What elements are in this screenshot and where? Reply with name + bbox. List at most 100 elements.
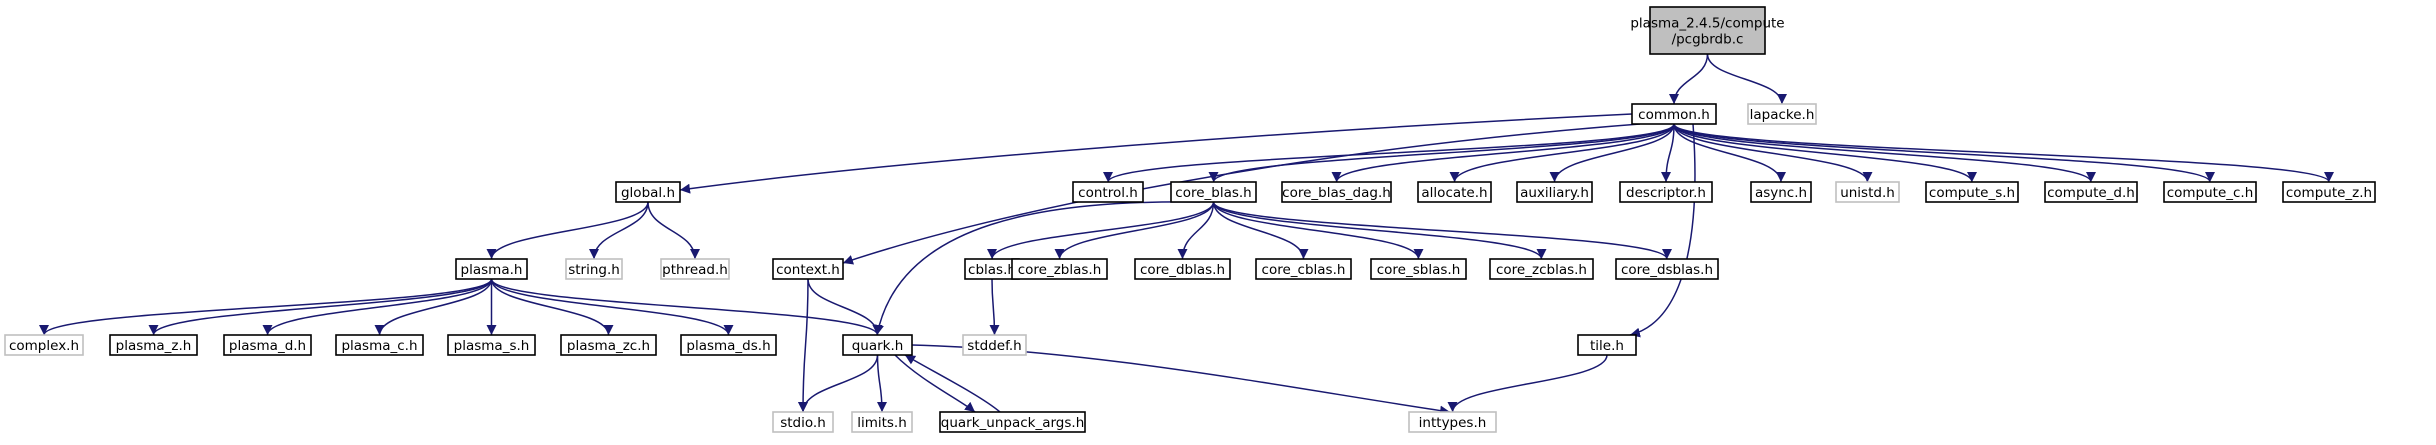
node-box[interactable] (1619, 181, 1713, 203)
node-box[interactable] (1011, 258, 1108, 280)
node-core_sblas[interactable]: core_sblas.h (1370, 258, 1467, 280)
node-box[interactable] (1577, 334, 1637, 356)
node-box[interactable] (615, 181, 681, 203)
edge-line (1331, 123, 1675, 183)
node-tile[interactable]: tile.h (1577, 334, 1637, 356)
node-pthread[interactable]: pthread.h (660, 258, 730, 280)
node-box[interactable] (772, 411, 834, 433)
node-lapacke[interactable]: lapacke.h (1747, 103, 1817, 125)
node-box[interactable] (851, 411, 913, 433)
node-box[interactable] (1281, 181, 1392, 203)
node-box[interactable] (1750, 181, 1812, 203)
node-box[interactable] (1370, 258, 1467, 280)
edge-cblas-to-stddef (989, 278, 1000, 336)
node-stdio[interactable]: stdio.h (772, 411, 834, 433)
edge-core_blas-to-cblas (987, 201, 1215, 260)
node-complex[interactable]: complex.h (4, 334, 84, 356)
node-box[interactable] (1747, 103, 1817, 125)
node-box[interactable] (1255, 258, 1352, 280)
node-box[interactable] (335, 334, 424, 356)
node-stddef[interactable]: stddef.h (962, 334, 1027, 356)
node-quark_unpack_args[interactable]: quark_unpack_args.h (939, 411, 1086, 433)
node-label: lapacke.h (1750, 107, 1815, 123)
node-box[interactable] (772, 258, 844, 280)
edge-common-to-global (679, 113, 1633, 194)
node-box[interactable] (455, 258, 528, 280)
node-box[interactable] (1134, 258, 1231, 280)
node-common[interactable]: common.h (1631, 103, 1717, 125)
node-global[interactable]: global.h (615, 181, 681, 203)
node-plasma[interactable]: plasma.h (455, 258, 528, 280)
node-box[interactable] (1489, 258, 1594, 280)
edge-context-to-stdio (798, 278, 809, 413)
node-box[interactable] (4, 334, 84, 356)
node-box[interactable] (565, 258, 623, 280)
node-box[interactable] (1417, 181, 1492, 203)
node-box[interactable] (1925, 181, 2019, 203)
node-box[interactable] (447, 334, 536, 356)
node-box[interactable] (680, 334, 777, 356)
node-context[interactable]: context.h (772, 258, 844, 280)
node-box[interactable] (2044, 181, 2138, 203)
node-compute_z[interactable]: compute_z.h (2282, 181, 2376, 203)
node-box[interactable] (842, 334, 913, 356)
node-box[interactable] (1649, 6, 1766, 55)
edge-line (1208, 123, 1675, 183)
node-box[interactable] (1170, 181, 1257, 203)
edge-plasma-to-quark (490, 278, 883, 336)
node-cblas[interactable]: cblas.h (964, 258, 1020, 280)
node-core_zcblas[interactable]: core_zcblas.h (1489, 258, 1594, 280)
node-core_blas[interactable]: core_blas.h (1170, 181, 1257, 203)
node-box[interactable] (2163, 181, 2257, 203)
node-box[interactable] (1408, 411, 1497, 433)
node-compute_s[interactable]: compute_s.h (1925, 181, 2019, 203)
edge-plasma-to-plasma_d (262, 278, 493, 336)
node-inttypes[interactable]: inttypes.h (1408, 411, 1497, 433)
edge-line (374, 278, 493, 336)
edge-line (1212, 201, 1309, 260)
node-core_blas_dag[interactable]: core_blas_dag.h (1281, 181, 1392, 203)
node-plasma_d[interactable]: plasma_d.h (223, 334, 312, 356)
node-box[interactable] (223, 334, 312, 356)
node-label: plasma_s.h (454, 338, 530, 354)
node-compute_d[interactable]: compute_d.h (2044, 181, 2138, 203)
node-box[interactable] (939, 411, 1086, 433)
node-unistd[interactable]: unistd.h (1835, 181, 1900, 203)
node-box[interactable] (1615, 258, 1719, 280)
node-async[interactable]: async.h (1750, 181, 1812, 203)
node-core_dsblas[interactable]: core_dsblas.h (1615, 258, 1719, 280)
node-label: control.h (1078, 185, 1138, 201)
node-core_zblas[interactable]: core_zblas.h (1011, 258, 1108, 280)
node-string[interactable]: string.h (565, 258, 623, 280)
node-label: core_cblas.h (1262, 262, 1346, 278)
node-plasma_zc[interactable]: plasma_zc.h (560, 334, 657, 356)
node-box[interactable] (1631, 103, 1717, 125)
node-box[interactable] (1835, 181, 1900, 203)
node-limits[interactable]: limits.h (851, 411, 913, 433)
node-compute_c[interactable]: compute_c.h (2163, 181, 2257, 203)
node-plasma_z[interactable]: plasma_z.h (109, 334, 198, 356)
node-plasma_ds[interactable]: plasma_ds.h (680, 334, 777, 356)
node-box[interactable] (962, 334, 1027, 356)
node-box[interactable] (560, 334, 657, 356)
node-core_cblas[interactable]: core_cblas.h (1255, 258, 1352, 280)
node-core_dblas[interactable]: core_dblas.h (1134, 258, 1231, 280)
node-box[interactable] (1072, 181, 1144, 203)
edge-quark-to-quark_unpack_args (894, 354, 976, 413)
node-label: stddef.h (967, 338, 1021, 354)
node-box[interactable] (660, 258, 730, 280)
node-plasma_c[interactable]: plasma_c.h (335, 334, 424, 356)
node-box[interactable] (109, 334, 198, 356)
edge-plasma-to-plasma_c (374, 278, 493, 336)
node-quark[interactable]: quark.h (842, 334, 913, 356)
node-plasma_s[interactable]: plasma_s.h (447, 334, 536, 356)
node-auxiliary[interactable]: auxiliary.h (1516, 181, 1593, 203)
edge-line (1673, 123, 1873, 183)
node-control[interactable]: control.h (1072, 181, 1144, 203)
node-box[interactable] (1516, 181, 1593, 203)
node-allocate[interactable]: allocate.h (1417, 181, 1492, 203)
node-descriptor[interactable]: descriptor.h (1619, 181, 1713, 203)
node-pcgbrdb[interactable]: plasma_2.4.5/compute/pcgbrdb.c (1630, 6, 1785, 55)
node-box[interactable] (2282, 181, 2376, 203)
